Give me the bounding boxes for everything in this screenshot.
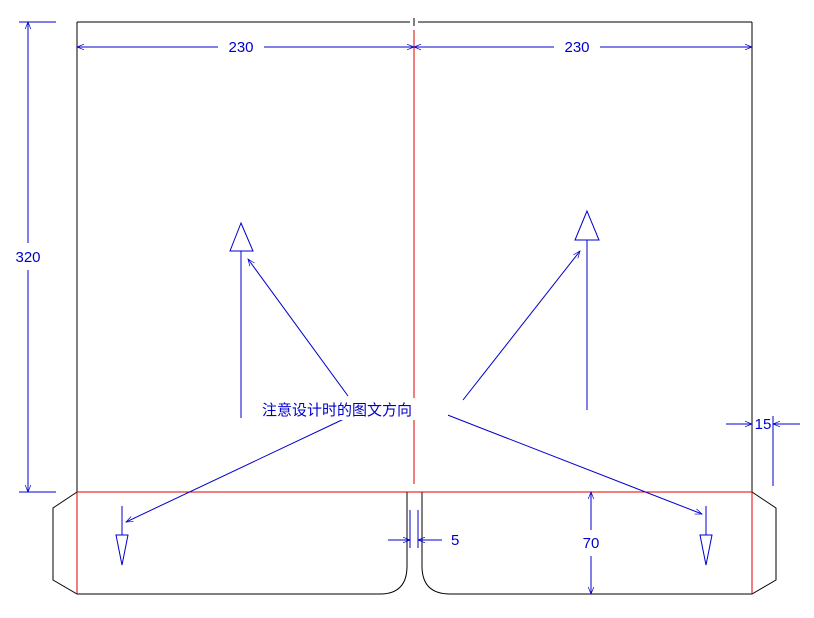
left-pocket-outline (52, 491, 408, 595)
dim-height-label: 320 (15, 249, 40, 266)
note-leader-lines (125, 250, 703, 523)
dim-flap-height: 70 (583, 491, 600, 595)
dim-right-width-label: 230 (564, 39, 589, 56)
right-pocket-outline (421, 491, 777, 595)
design-direction-note: 注意设计时的图文方向 (262, 401, 412, 419)
dim-flap-height-label: 70 (583, 535, 600, 552)
dim-left-width-label: 230 (228, 39, 253, 56)
up-direction-arrow-right (574, 209, 600, 410)
dim-left-width: 230 (76, 39, 415, 56)
dim-side-flap: 15 (726, 416, 800, 486)
dim-gap: 5 (388, 510, 459, 549)
up-direction-arrow-left (229, 221, 254, 418)
main-panel-outline (76, 21, 753, 492)
down-direction-arrow-right (699, 506, 713, 566)
dim-height: 320 (15, 21, 56, 493)
fold-lines (76, 30, 753, 594)
dim-right-width: 230 (413, 39, 753, 56)
dim-gap-label: 5 (451, 532, 459, 549)
dim-side-flap-label: 15 (755, 416, 772, 433)
down-direction-arrow-left (115, 506, 129, 566)
